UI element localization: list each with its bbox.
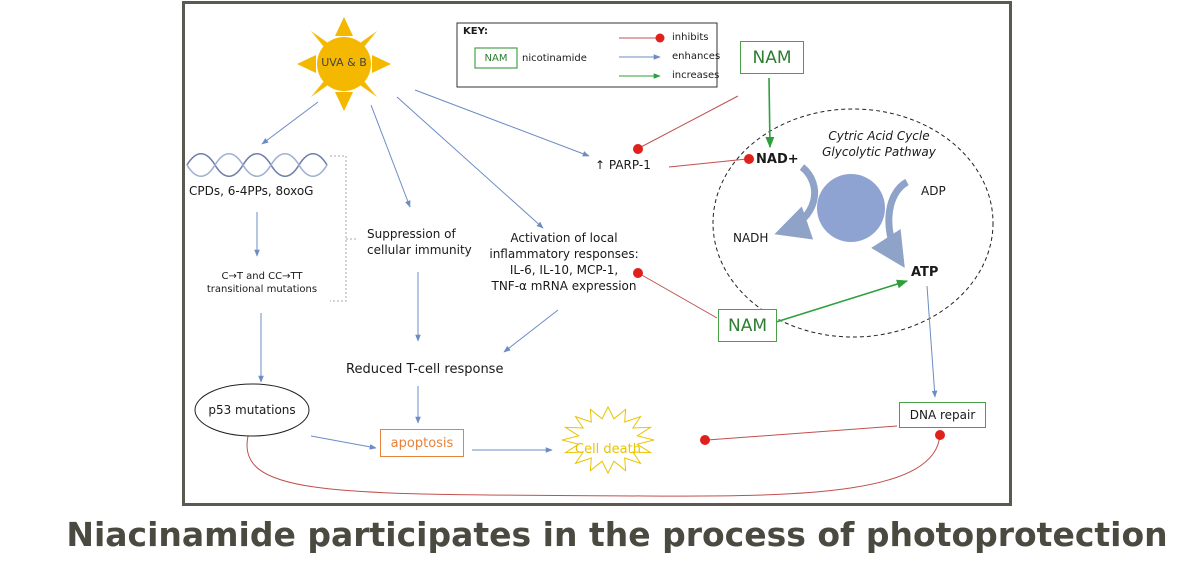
legend-inhibit-dot [655,33,665,43]
cpds-label: CPDs, 6-4PPs, 8oxoG [189,184,314,198]
inhibit-parp-nad [668,158,748,168]
dna-helix-icon [186,152,328,178]
arrow-sun-to-cpds [261,101,319,145]
arrow-sun-to-activation [396,96,544,229]
cell-death-label: Cell death [575,442,641,457]
arrow-nam-to-nad [765,77,775,149]
apoptosis-box: apoptosis [380,429,464,457]
p53-ellipse [194,383,310,437]
arrow-sun-to-suppression [370,104,411,208]
inhibit-lines [246,95,941,497]
reduced-tcell-label: Reduced T-cell response [346,362,504,377]
sun-icon [297,17,391,111]
inhibit-p53-dnarepair [246,433,941,497]
nadh-label: NADH [733,231,769,245]
legend-nam-label: NAM [484,53,508,64]
cycle-title: Cytric Acid Cycle Glycolytic Pathway [822,129,936,159]
bracket-line [330,155,347,302]
inhibit-dots [633,144,945,445]
cell-death-starburst [561,405,655,475]
dna-repair-box: DNA repair [899,402,986,428]
nam-middle-box: NAM [718,309,777,342]
p53-label: p53 mutations [208,403,296,417]
suppression-label: Suppression of cellular immunity [367,227,472,257]
sun-label: UVA & B [321,56,367,69]
arrow-atp-to-dnarepair [926,285,938,398]
activation-label: Activation of local inflammatory respons… [489,231,639,293]
legend-nam-box [474,47,518,69]
legend-inhibits-label: inhibits [672,32,709,43]
adp-label: ADP [921,184,946,198]
arrow-p53-to-apoptosis [310,435,377,450]
mutations-label: C→T and CC→TT transitional mutations [206,271,318,295]
nad-to-nadh-arrow [774,164,819,240]
enhance-arrows [254,89,938,453]
diagram-frame: KEY: NAM nicotinamide inhibits enhances … [182,1,1012,506]
inhibit-dnarepair-celldeath [706,425,898,441]
cycle-center-circle [817,174,885,242]
cycle-ellipse [712,108,994,338]
nad-plus-label: NAD+ [756,152,799,167]
legend-nam-definition: nicotinamide [522,53,587,64]
adp-to-atp-arrow [871,178,910,268]
arrow-activation-to-reduced [503,309,559,353]
parp-label: ↑ PARP-1 [595,158,651,172]
inhibit-nam-activation [639,273,718,319]
inhibit-nam-parp [640,95,739,148]
arrow-nam-to-atp [775,279,909,323]
atp-label: ATP [911,265,939,280]
arrow-sun-to-parp [414,89,590,157]
increase-arrows [765,77,909,323]
legend-increases-label: increases [672,70,720,81]
diagram-canvas [186,17,994,497]
caption: Niacinamide participates in the process … [66,515,1168,554]
nam-top-box: NAM [740,41,804,74]
legend-title: KEY: [463,26,488,37]
legend-enhances-label: enhances [672,51,721,62]
